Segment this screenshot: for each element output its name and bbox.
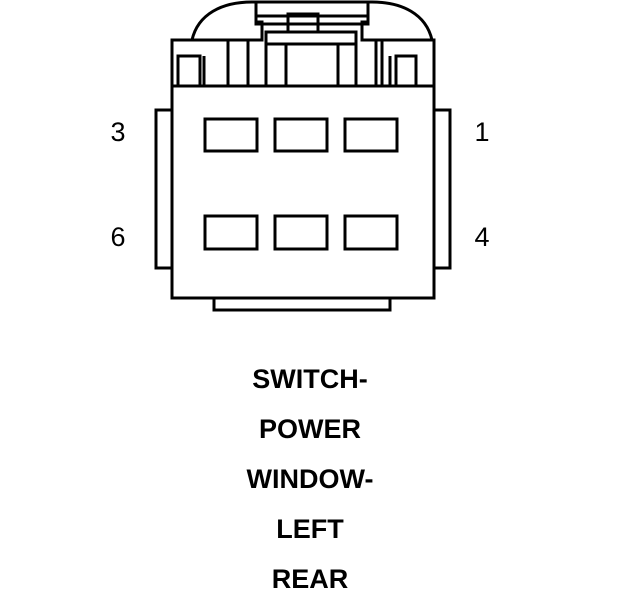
pin-label-top-left: 3 [110,117,125,147]
latch-hood [190,0,434,41]
caption-line-4: LEFT [276,514,344,544]
caption-line-1: SWITCH- [252,364,367,394]
cavity-pin-4 [343,214,399,251]
caption: SWITCH- POWER WINDOW- LEFT REAR [247,364,374,594]
cavity-pin-2 [273,117,329,153]
pin-label-bottom-right: 4 [474,222,489,252]
right-lock-window [394,54,418,88]
left-shoulder [170,38,248,86]
cavity-pin-1 [343,117,399,153]
caption-line-3: WINDOW- [247,464,374,494]
latch-bar-top [254,14,370,26]
caption-line-5: REAR [272,564,349,594]
pin-label-bottom-left: 6 [110,222,125,252]
bottom-tab [212,296,392,312]
right-shoulder [376,38,436,86]
latch-body [264,30,358,88]
pin-label-top-right: 1 [474,117,489,147]
cavity-pin-5 [273,214,329,251]
cavity-pin-6 [203,214,259,251]
right-side-rail [432,108,452,270]
left-side-rail [154,108,174,270]
cavity-pin-3 [203,117,259,153]
left-lock-window [176,54,202,88]
caption-line-2: POWER [259,414,361,444]
